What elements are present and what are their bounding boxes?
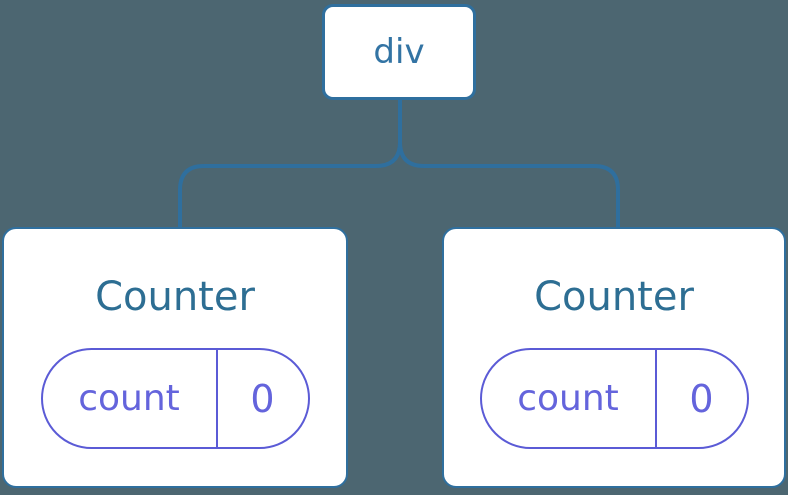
counter-card-title: Counter [95,274,255,320]
state-key: count [482,350,657,447]
connector-left-branch [178,99,402,230]
root-node-div: div [322,4,476,100]
state-pill: count 0 [40,348,310,449]
counter-card-right: Counter count 0 [442,227,786,488]
state-pill: count 0 [479,348,749,449]
counter-card-left: Counter count 0 [2,227,348,488]
state-key: count [43,350,218,447]
root-node-label: div [373,32,425,72]
state-value: 0 [689,376,714,421]
counter-card-title: Counter [534,274,694,320]
connector-right-branch [398,99,620,230]
state-value: 0 [250,376,275,421]
